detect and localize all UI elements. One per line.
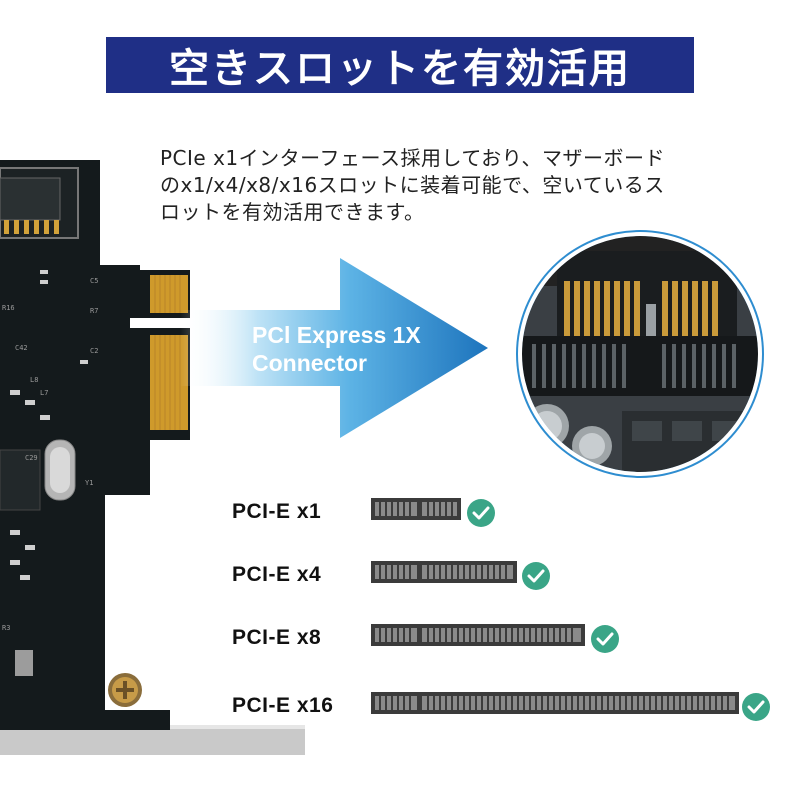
page-title: 空きスロットを有効活用 xyxy=(169,46,631,92)
slot-label: PCI-E x8 xyxy=(232,626,322,649)
check-icon xyxy=(742,693,770,721)
slot-x16-icon xyxy=(371,692,739,714)
check-icon xyxy=(522,562,550,590)
svg-text:L7: L7 xyxy=(40,389,48,397)
check-icon xyxy=(591,625,619,653)
description: PCIe x1インターフェース採用しており、マザーボード のx1/x4/x8/x… xyxy=(160,145,720,226)
slot-x8-icon xyxy=(371,624,585,646)
title-banner: 空きスロットを有効活用 xyxy=(106,37,694,93)
slot-row-x1: PCI-E x1 xyxy=(0,494,800,534)
slot-x1-icon xyxy=(371,498,461,520)
svg-text:C2: C2 xyxy=(90,347,98,355)
svg-text:R7: R7 xyxy=(90,307,98,315)
arrow-label-line-1: PCl Express 1X xyxy=(252,322,421,348)
arrow-graphic xyxy=(180,258,488,438)
svg-text:R3: R3 xyxy=(2,624,10,632)
arrow-label-line-2: Connector xyxy=(252,350,367,376)
svg-text:R16: R16 xyxy=(2,304,15,312)
svg-text:C42: C42 xyxy=(15,344,28,352)
slot-label: PCI-E x1 xyxy=(232,500,322,523)
slot-row-x16: PCI-E x16 xyxy=(0,688,800,728)
description-line-3: ロットを有効活用できます。 xyxy=(160,200,425,224)
slot-label: PCI-E x16 xyxy=(232,694,334,717)
description-line-1: PCIe x1インターフェース採用しており、マザーボード xyxy=(160,146,665,170)
slot-row-x4: PCI-E x4 xyxy=(0,557,800,597)
zoomed-slot-image xyxy=(516,230,764,478)
slot-label: PCI-E x4 xyxy=(232,563,322,586)
description-line-2: のx1/x4/x8/x16スロットに装着可能で、空いているス xyxy=(160,173,665,197)
svg-text:Y1: Y1 xyxy=(85,479,93,487)
svg-text:C5: C5 xyxy=(90,277,98,285)
arrow-label: PCl Express 1X Connector xyxy=(252,321,421,377)
svg-text:C29: C29 xyxy=(25,454,38,462)
check-icon xyxy=(467,499,495,527)
svg-text:L8: L8 xyxy=(30,376,38,384)
slot-row-x8: PCI-E x8 xyxy=(0,620,800,660)
slot-x4-icon xyxy=(371,561,517,583)
